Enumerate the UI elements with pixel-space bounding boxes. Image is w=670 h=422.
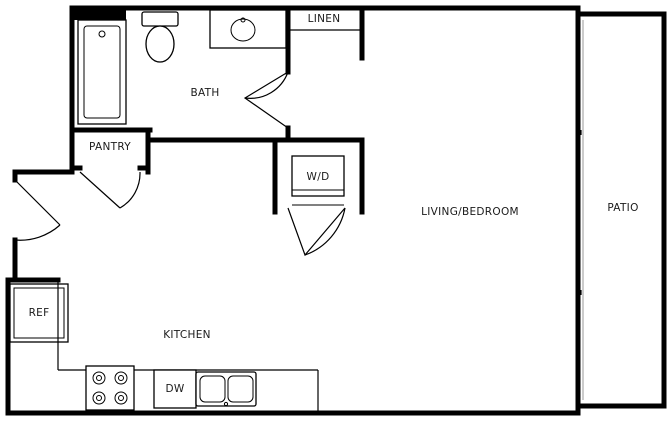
interior-walls [69,5,365,215]
patio-area [575,11,667,409]
room-label-living-bedroom: LIVING/BEDROOM [421,206,519,218]
washer-dryer [291,155,345,206]
room-label-pantry: PANTRY [89,141,131,153]
room-label-bath: BATH [190,87,219,99]
kitchen-sink [195,371,257,407]
bath-sink [209,9,287,49]
wd-door [287,207,346,257]
appliance-label-wd: W/D [307,171,330,183]
toilet [141,11,179,63]
exterior-walls [5,5,581,416]
refrigerator [9,280,319,413]
room-label-kitchen: KITCHEN [163,329,211,341]
pantry-door [79,171,141,209]
bath-door [243,71,289,129]
appliance-label-ref: REF [29,307,50,319]
stove [85,365,135,411]
room-label-linen: LINEN [308,13,341,25]
entry-door [14,179,61,241]
appliance-label-dw: DW [165,383,184,395]
room-label-patio: PATIO [607,202,638,214]
bathtub [74,8,127,125]
